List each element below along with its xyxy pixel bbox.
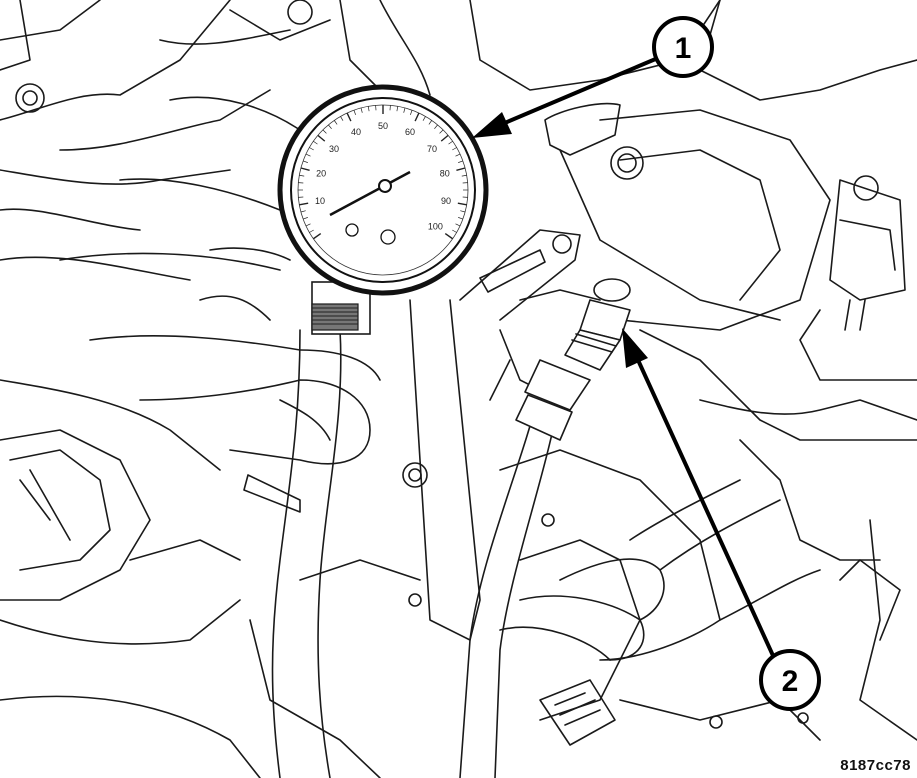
gauge-tick	[328, 124, 332, 129]
callout-2: 2	[622, 328, 821, 711]
test-hose	[243, 329, 561, 778]
gauge-tick	[461, 174, 467, 177]
hand-holding-hose	[499, 479, 821, 661]
gauge-tick	[299, 202, 309, 206]
gauge-tick	[396, 106, 399, 112]
gauge-tick	[309, 229, 314, 233]
pressure-gauge: 10 20 30 40 50 60 70 80 90 100	[277, 84, 489, 296]
gauge-scale-label: 10	[315, 196, 325, 206]
callout-1-leader	[499, 53, 666, 127]
gauge-hub	[378, 179, 392, 193]
gauge-tick	[312, 233, 322, 240]
gauge-tick	[313, 140, 318, 145]
gauge-tick	[300, 210, 306, 213]
gauge-tick	[410, 110, 413, 115]
electrical-connector	[539, 679, 616, 746]
callout-1: 1	[472, 16, 714, 138]
gauge-scale-label: 50	[378, 121, 388, 131]
callout-2-arrowhead	[622, 328, 648, 368]
hand-holding-gauge	[59, 96, 381, 465]
gauge-tick	[452, 147, 457, 151]
gauge-scale-labels: 10 20 30 40 50 60 70 80 90 100	[315, 121, 451, 232]
gauge-tick	[299, 174, 305, 177]
gauge-tick	[439, 129, 444, 134]
gauge-knob	[380, 229, 396, 245]
figure-code: 8187cc78	[840, 757, 911, 774]
gauge-tick	[458, 160, 463, 163]
gauge-scale-label: 30	[329, 144, 339, 154]
gauge-tick	[309, 147, 314, 151]
gauge-stem	[311, 281, 371, 335]
gauge-tick	[305, 223, 311, 227]
gauge-scale-label: 100	[428, 222, 443, 232]
gauge-tick	[360, 107, 363, 113]
test-port-fitting	[515, 278, 631, 441]
callout-2-label: 2	[782, 665, 799, 698]
gauge-scale-label: 20	[316, 168, 326, 178]
gauge-tick	[300, 167, 310, 172]
gauge-tick	[448, 140, 453, 145]
callout-1-arrowhead	[472, 112, 512, 138]
gauge-tick	[460, 210, 466, 213]
gauge-tick	[303, 160, 308, 163]
gauge-tick	[452, 229, 457, 233]
gauge-tick	[455, 153, 461, 157]
gauge-tick	[403, 107, 406, 113]
gauge-scale-label: 80	[440, 168, 450, 178]
gauge-tick	[367, 106, 370, 112]
gauge-tick	[353, 110, 356, 115]
gauge-tick	[333, 120, 338, 125]
gauge-tick	[455, 223, 461, 227]
gauge-scale-label: 40	[351, 127, 361, 137]
gauge-scale-label: 70	[427, 144, 437, 154]
gauge-ticks	[298, 105, 468, 240]
gauge-tick	[444, 233, 454, 240]
gauge-needle	[329, 170, 411, 217]
gauge-tick	[458, 217, 463, 220]
gauge-tick	[457, 202, 467, 206]
gauge-scale-label: 90	[441, 196, 451, 206]
gauge-tick	[340, 116, 344, 121]
gauge-tick	[414, 112, 420, 122]
callout-1-label: 1	[675, 32, 692, 65]
gauge-tick	[305, 153, 311, 157]
gauge-tick	[346, 112, 352, 122]
gauge-tick	[317, 134, 326, 142]
gauge-tick	[440, 134, 449, 142]
gauge-scale-label: 60	[405, 127, 415, 137]
gauge-tick	[434, 124, 438, 129]
gauge-tick	[422, 116, 426, 121]
gauge-zero-screw	[345, 223, 359, 237]
gauge-tick	[303, 217, 308, 220]
callout-2-leader	[636, 359, 777, 661]
gauge-tick	[456, 167, 466, 172]
gauge-tick	[322, 129, 327, 134]
gauge-tick	[428, 120, 433, 125]
